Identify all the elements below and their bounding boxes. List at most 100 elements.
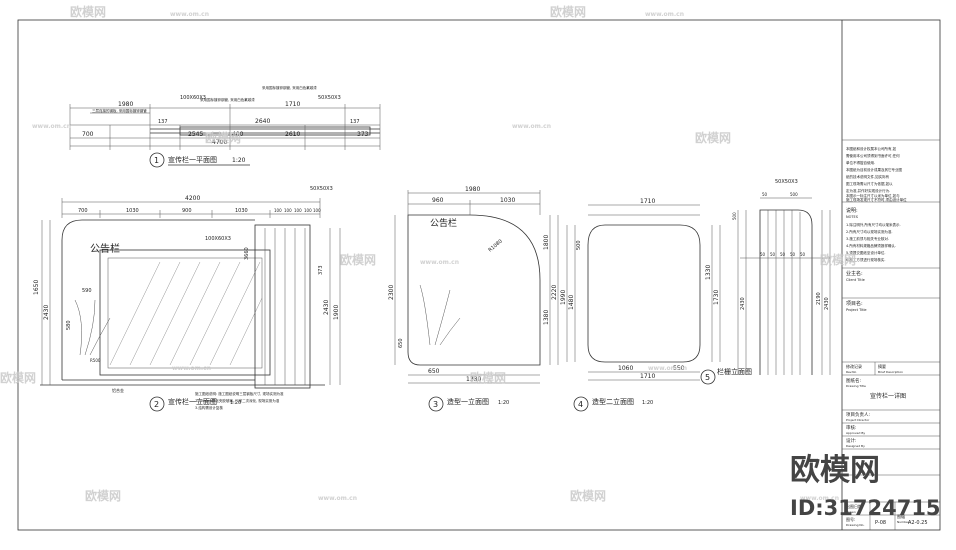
tb-note-8: 本图示一标注尺寸以米为单位,如与	[846, 193, 900, 198]
watermark-brand-8: 欧模网	[470, 370, 506, 385]
plan-dim-1710: 1710	[285, 101, 300, 108]
view-title-3: 造型一立面图	[447, 397, 489, 406]
shape2-right-1730: 1730	[713, 290, 720, 305]
shape1-radius: R1080	[487, 239, 503, 254]
fence-row-3: 50	[780, 252, 786, 257]
plan-dim-400: 400	[232, 131, 244, 138]
tb-drawing-en: Drawing Title	[846, 384, 866, 388]
tb-page-value: A2-0.25	[908, 520, 928, 526]
elev-label-50x50: 50X50X3	[310, 186, 333, 192]
view-number-2: 2	[154, 400, 159, 409]
elev-seg-2: 1030	[126, 208, 139, 214]
tb-note-1: 本图纸和设计权属本公司所有,如	[846, 146, 897, 151]
tb-spec-1: 1.除注明外,所有尺寸均以毫米表示.	[846, 222, 901, 227]
tb-rev-en: Rev.No	[846, 370, 857, 374]
shape2-left-500: 500	[576, 240, 582, 250]
elev-seg-6: 100	[284, 208, 292, 213]
tb-number-label: 图号:	[846, 516, 855, 522]
tb-project-en: Project Title	[846, 308, 867, 312]
shape1-left-2300: 2300	[388, 285, 395, 300]
fence-row-2: 50	[770, 252, 776, 257]
elev-seg-8: 100	[304, 208, 312, 213]
tb-project-label: 项目名:	[846, 300, 863, 307]
plan-label-50x50: 50X50X3	[318, 95, 341, 101]
view-title-5: 栏栅立面图	[717, 367, 752, 376]
tb-drawing-label: 图纸名:	[846, 377, 861, 384]
shape1-bottom-1330: 1330	[466, 376, 481, 383]
elevation-view: 4200 700 1030 900 1030 100 100 100 100 1…	[33, 186, 341, 412]
plan-dim-700: 700	[82, 131, 94, 138]
elev-dim-total: 4200	[185, 195, 200, 202]
elev-note-2: 1.500mm钢化夹胶玻璃, 厂家二次深化, 现场实测为准	[195, 398, 280, 403]
tb-drawn-label: 出图日期:	[846, 503, 863, 509]
plan-dim-137b: 137	[350, 119, 360, 125]
tb-spec-4: 4.所有材料规格品牌须报样确认.	[846, 243, 896, 248]
shape1-left-650: 650	[398, 338, 404, 348]
tb-note-7: 定为准,并作好实现设计行为.	[846, 188, 890, 193]
watermark-url-4: www.om.cn	[512, 123, 551, 130]
tb-designed-en: Designed By	[846, 444, 865, 448]
shape2-left-1990: 1990	[560, 290, 567, 305]
shape1-center-label: 公告栏	[430, 217, 457, 229]
watermark-brand-9: 欧模网	[85, 488, 121, 503]
watermark-brand-large: 欧模网	[790, 453, 880, 488]
elev-inner-3660: 3660	[244, 247, 250, 260]
view-title-2: 宣传栏一立面图	[168, 397, 217, 406]
elev-right-2430: 2430	[323, 300, 330, 315]
shape1-right-2220: 2220	[551, 285, 558, 300]
watermark-brand-4: 欧模网	[695, 130, 731, 145]
elev-right-373: 373	[318, 265, 324, 275]
plan-dim-2640: 2640	[255, 118, 270, 125]
watermark-brand-7: 欧模网	[0, 370, 36, 385]
leaf-decoration-shape1	[419, 284, 461, 346]
fence-top-500: 500	[790, 192, 798, 197]
tb-note-3: 单位不得擅自使用.	[846, 160, 875, 165]
shape1-top-960: 960	[432, 197, 444, 204]
watermark-brand-6: 欧模网	[820, 252, 856, 267]
tb-approved-label: 审核:	[846, 424, 857, 431]
elev-inner-r500: R500	[90, 358, 101, 363]
shape2-bottom-1710: 1710	[640, 373, 655, 380]
tb-director-en: Project Director	[846, 418, 870, 422]
fence-left-500: 500	[732, 212, 737, 220]
fence-row-4: 50	[790, 252, 796, 257]
tb-note-9: 施工现场发现尺寸不符时,须由设计单位	[846, 197, 907, 202]
fence-right-2430: 2430	[824, 297, 830, 310]
tb-client-label: 业主名:	[846, 270, 863, 277]
view-number-5: 5	[705, 373, 710, 382]
shape1-top-1030: 1030	[500, 197, 515, 204]
tb-note-4: 本图纸为目前设计成果及其它专业图	[846, 167, 902, 172]
elev-seg-7: 100	[294, 208, 302, 213]
tb-number-value: P-08	[875, 520, 886, 526]
tb-brief-en: Brief Description	[878, 370, 903, 374]
plan-note-2: 采用国标镀锌钢管, 采用白色氟碳漆	[200, 97, 255, 102]
view-title-1: 宣传栏一平面图	[168, 155, 217, 164]
elev-seg-3: 900	[182, 208, 192, 214]
tb-spec-2: 2.所有尺寸均以现场实测为准.	[846, 229, 892, 234]
watermark-url-5: www.om.cn	[420, 259, 459, 266]
fence-left-2430: 2430	[740, 297, 746, 310]
view-scale-2: 1:20	[230, 400, 241, 406]
tb-designed-label: 设计:	[846, 437, 857, 444]
tb-number-en: Drawing No.	[846, 523, 864, 527]
tb-drawing-title: 宣传栏一详图	[870, 392, 906, 400]
tb-spec-6: 6.施工方须进行现场核实.	[846, 257, 885, 262]
sheet-border	[17, 19, 941, 531]
watermark-url-1: www.om.cn	[170, 11, 209, 18]
watermark-url-7: www.om.cn	[648, 365, 687, 372]
view-number-1: 1	[154, 156, 159, 165]
plan-label-100x60: 100X60X3	[180, 95, 206, 101]
watermark-brand-2: 欧模网	[550, 4, 586, 19]
elev-seg-1: 700	[78, 208, 88, 214]
view-number-3: 3	[433, 400, 438, 409]
shape1-right-1380: 1380	[543, 310, 550, 325]
watermark-url-3: www.om.cn	[32, 123, 71, 130]
elev-label-100x60: 100X60X3	[205, 236, 231, 242]
shape2-right-1330: 1330	[705, 265, 712, 280]
view-title-4: 造型二立面图	[592, 397, 634, 406]
tb-drawn-en: Drawn	[846, 510, 856, 514]
watermark-url-8: www.om.cn	[318, 495, 357, 502]
shape2-bottom-1060: 1060	[618, 365, 633, 372]
